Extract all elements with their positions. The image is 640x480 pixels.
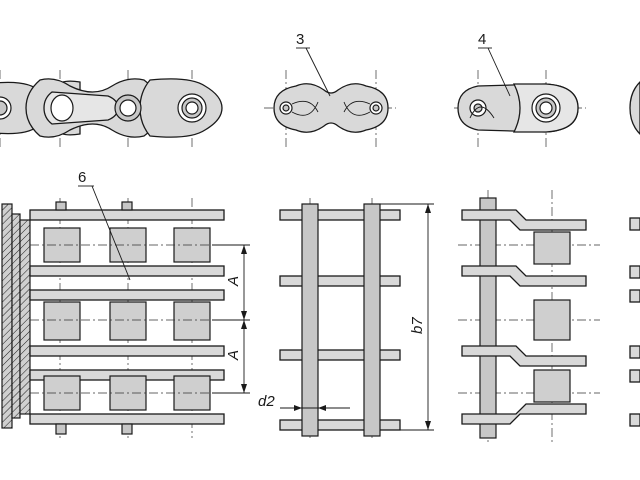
offset-link-plan-view [458, 190, 600, 444]
svg-text:A: A [225, 350, 242, 361]
callout-3: 3 [296, 31, 331, 97]
svg-text:4: 4 [478, 31, 486, 48]
svg-text:6: 6 [78, 169, 86, 186]
offset-link-side-view [454, 70, 586, 150]
dimension-b7: b7 [380, 203, 434, 431]
dimension-a: A A [212, 244, 250, 394]
callout-6: 6 [78, 169, 131, 281]
connecting-link-clip-side-view [264, 70, 396, 150]
rollers [43, 227, 211, 411]
chain-side-view [0, 70, 223, 150]
svg-text:d2: d2 [258, 393, 275, 410]
partial-link-side-view [629, 81, 640, 135]
svg-text:3: 3 [296, 31, 304, 48]
triple-strand-chain-plan-view [1, 198, 250, 438]
dimension-d2: d2 [258, 393, 350, 411]
partial-plan-view [629, 217, 640, 427]
connecting-pins-plan-view [279, 198, 401, 438]
svg-text:b7: b7 [409, 317, 426, 334]
callout-4: 4 [478, 31, 511, 97]
svg-text:A: A [225, 276, 242, 287]
